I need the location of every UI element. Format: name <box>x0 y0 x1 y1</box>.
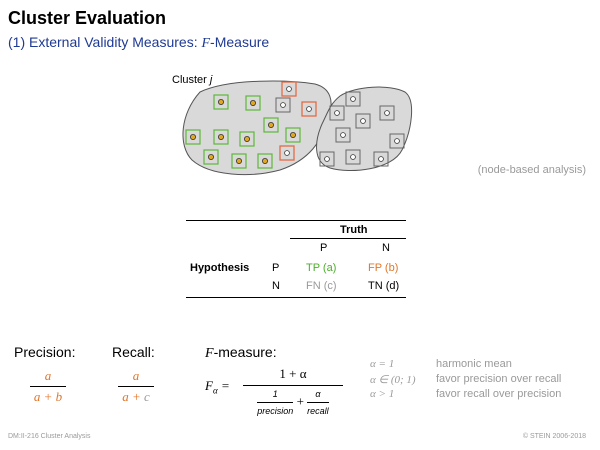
cluster-label: Cluster j <box>172 74 213 86</box>
recall-denominator: a + c <box>122 389 150 404</box>
table-bottom-rule <box>186 297 406 298</box>
recall-heading: Recall: <box>112 344 155 360</box>
fp-node <box>279 145 295 161</box>
slide-title: Cluster Evaluation <box>8 8 167 28</box>
tp-node <box>185 129 201 145</box>
recall-numerator: a <box>132 368 140 383</box>
subtitle-math-f: F <box>201 36 211 51</box>
table-mid-rule <box>290 238 406 239</box>
other-cluster-nodes <box>275 91 405 167</box>
cluster-other-shape <box>316 86 413 172</box>
other-node <box>355 113 371 129</box>
tp-node <box>203 149 219 165</box>
tp-node <box>239 131 255 147</box>
tp-node <box>257 153 273 169</box>
fmeasure-lhs: Fα = <box>205 378 230 396</box>
cluster-diagram: Cluster j <box>172 74 413 176</box>
fp-cell: FP (b) <box>368 262 399 274</box>
precision-numerator: a <box>44 368 52 383</box>
fmeasure-heading: F-measure: <box>205 344 277 361</box>
truth-col-n: N <box>382 242 390 254</box>
fmeasure-numerator: 1 + α <box>279 366 307 381</box>
true-positive-nodes <box>185 94 301 169</box>
table-top-rule <box>186 220 406 221</box>
tp-node <box>231 153 247 169</box>
other-node <box>345 91 361 107</box>
truth-col-p: P <box>320 242 328 254</box>
confusion-table: Truth P N Hypothesis P TP (a) FP (b) N F… <box>186 220 406 300</box>
other-node <box>379 105 395 121</box>
tn-cell: TN (d) <box>368 280 400 292</box>
tp-node <box>245 95 261 111</box>
footer-left: DM:II-216 Cluster Analysis <box>8 433 91 440</box>
tp-node <box>285 127 301 143</box>
recall-formula: a a + c <box>118 368 154 405</box>
node-analysis-note: (node-based analysis) <box>477 164 586 176</box>
precision-formula: a a + b <box>30 368 66 405</box>
subtitle-prefix: (1) External Validity Measures: <box>8 34 202 50</box>
cluster-j-shape <box>182 80 332 176</box>
precision-heading: Precision: <box>14 344 76 360</box>
in-cluster-other-node <box>275 97 291 113</box>
hypothesis-row-n: N <box>272 280 280 292</box>
other-node <box>335 127 351 143</box>
truth-header: Truth <box>340 224 368 236</box>
tp-node <box>213 129 229 145</box>
tp-cell: TP (a) <box>306 262 337 274</box>
hypothesis-row-p: P <box>272 262 280 274</box>
footer-right: © STEIN 2006-2018 <box>522 433 586 440</box>
fp-node <box>281 81 297 97</box>
other-node <box>329 105 345 121</box>
subtitle-suffix: -Measure <box>210 34 270 50</box>
slide-subtitle: (1) External Validity Measures: F-Measur… <box>8 34 269 52</box>
other-node <box>389 133 405 149</box>
hypothesis-label: Hypothesis <box>190 262 250 274</box>
other-node <box>345 149 361 165</box>
precision-denominator: a + b <box>33 389 63 404</box>
other-node <box>319 151 335 167</box>
other-node <box>373 151 389 167</box>
tp-node <box>213 94 229 110</box>
fp-node <box>301 101 317 117</box>
tp-node <box>263 117 279 133</box>
false-positive-nodes <box>279 81 317 161</box>
fn-cell: FN (c) <box>306 280 337 292</box>
